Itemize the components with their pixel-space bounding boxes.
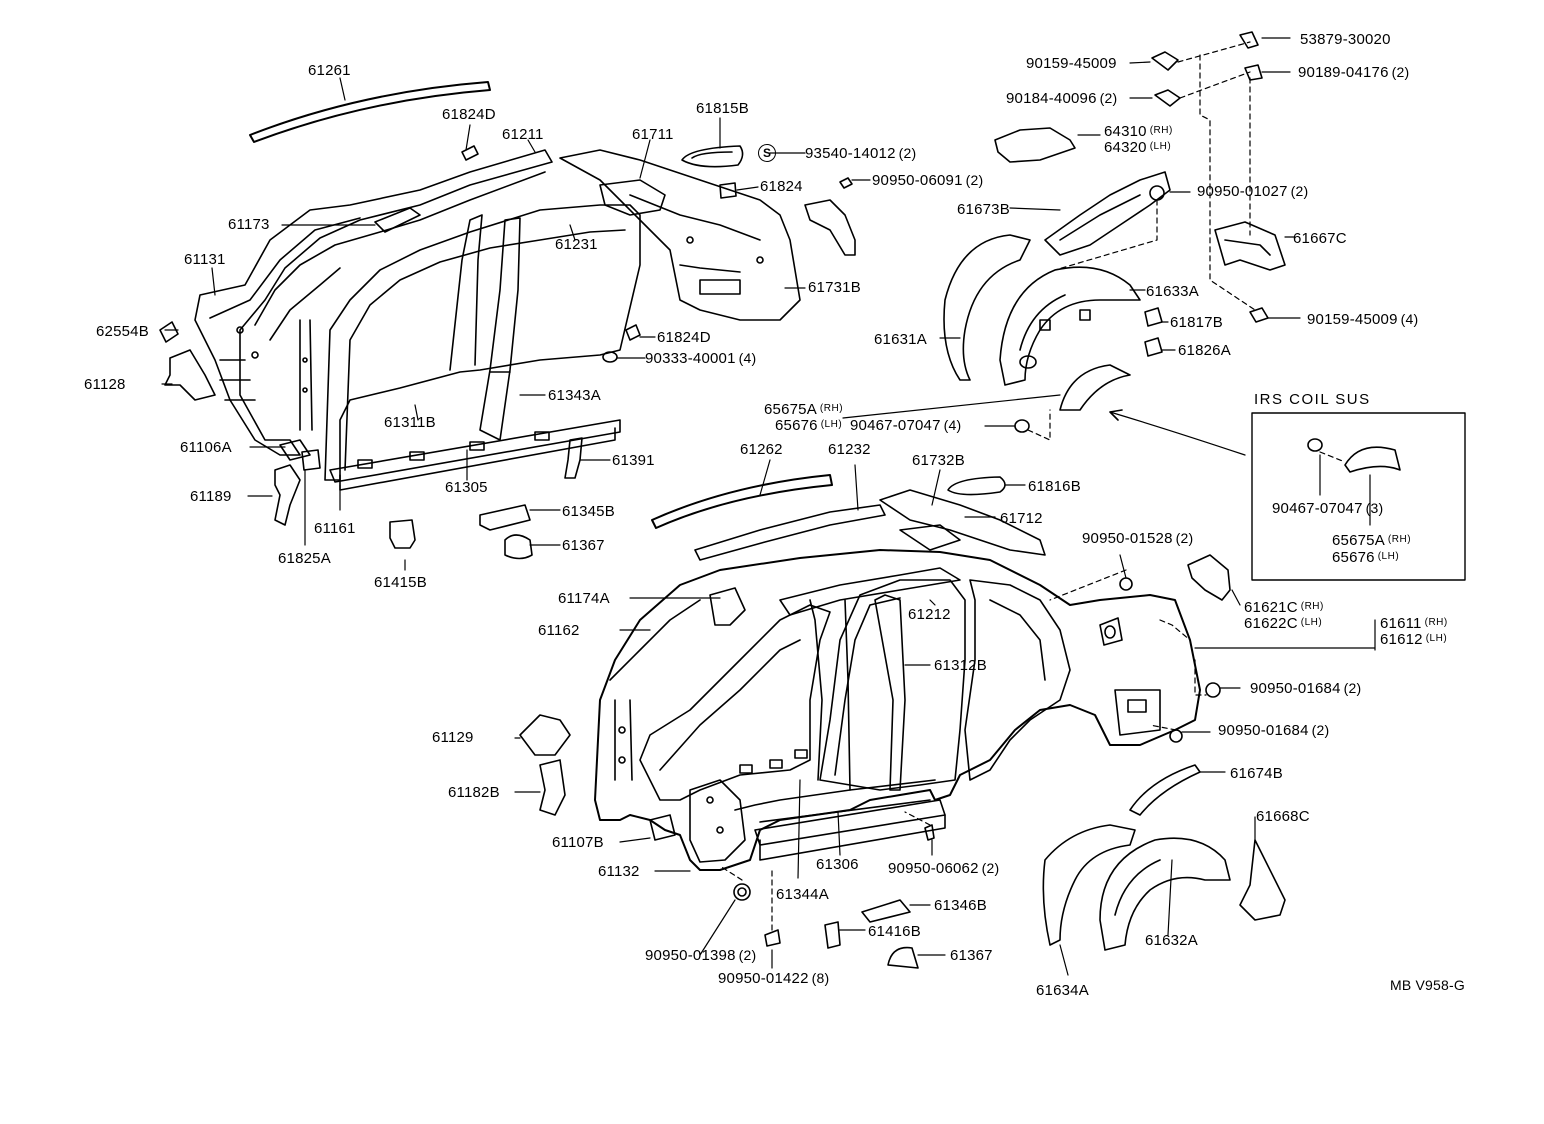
label-90184-40096: 90184-40096(2) [1006, 90, 1118, 107]
label-61211: 61211 [502, 126, 544, 143]
label-90950-01027: 90950-01027(2) [1197, 183, 1309, 200]
label-61815B: 61815B [696, 100, 749, 117]
lower-body-side-panel [594, 474, 1201, 871]
small-parts-lower-left [519, 714, 935, 969]
label-61131: 61131 [184, 251, 226, 268]
dashed-guide-lines [719, 41, 1346, 931]
label-90467-07047-3: 90467-07047(3) [1272, 500, 1384, 517]
upper-body-side-frame [194, 149, 801, 491]
small-parts-top-left [159, 145, 583, 560]
label-61231: 61231 [555, 236, 598, 253]
reference-code: MB V958-G [1390, 977, 1465, 993]
label-61667C: 61667C [1293, 230, 1347, 247]
label-61816B: 61816B [1028, 478, 1081, 495]
label-64310: 64310(RH) [1104, 123, 1173, 140]
label-61305: 61305 [445, 479, 488, 496]
label-61312B: 61312B [934, 657, 987, 674]
label-61262: 61262 [740, 441, 783, 458]
label-61824D: 61824D [442, 106, 496, 123]
label-61306: 61306 [816, 856, 859, 873]
label-61391: 61391 [612, 452, 655, 469]
label-90950-06091: 90950-06091(2) [872, 172, 984, 189]
label-61633A: 61633A [1146, 283, 1199, 300]
label-90950-01422: 90950-01422(8) [718, 970, 830, 987]
label-90950-06062: 90950-06062(2) [888, 860, 1000, 877]
label-61634A: 61634A [1036, 982, 1089, 999]
label-61824: 61824 [760, 178, 803, 195]
label-61817B: 61817B [1170, 314, 1223, 331]
label-61212: 61212 [908, 606, 951, 623]
label-61106A: 61106A [180, 439, 232, 456]
label-61824D-b: 61824D [657, 329, 711, 346]
leader-lines [161, 37, 1376, 976]
label-61673B: 61673B [957, 201, 1010, 218]
label-61622C: 61622C(LH) [1244, 615, 1323, 632]
wheelhouse-parts [943, 31, 1286, 951]
label-65676: 65676(LH) [775, 417, 843, 434]
label-61631A: 61631A [874, 331, 927, 348]
label-93540-14012: 93540-14012(2) [805, 145, 917, 162]
label-61674B: 61674B [1230, 765, 1283, 782]
label-61182B: 61182B [448, 784, 500, 801]
label-65676-inset: 65676(LH) [1332, 549, 1400, 566]
label-90189-04176: 90189-04176(2) [1298, 64, 1410, 81]
label-61345B: 61345B [562, 503, 615, 520]
label-61611: 61611(RH) [1380, 615, 1448, 632]
label-61129: 61129 [432, 729, 474, 746]
label-61668C: 61668C [1256, 808, 1310, 825]
label-61826A: 61826A [1178, 342, 1231, 359]
label-61128: 61128 [84, 376, 126, 393]
label-61416B: 61416B [868, 923, 921, 940]
label-61415B: 61415B [374, 574, 427, 591]
label-61367: 61367 [562, 537, 605, 554]
label-61732B: 61732B [912, 452, 965, 469]
inset-box-irs-coil-sus [1251, 412, 1466, 581]
label-62554B: 62554B [96, 323, 149, 340]
label-90950-01398: 90950-01398(2) [645, 947, 757, 964]
label-61632A: 61632A [1145, 932, 1198, 949]
label-90159-45009: 90159-45009 [1026, 55, 1117, 72]
label-61343A: 61343A [548, 387, 601, 404]
label-61232: 61232 [828, 441, 871, 458]
label-61174A: 61174A [558, 590, 610, 607]
part-61261-roof-strip [249, 81, 491, 143]
label-90467-07047: 90467-07047(4) [850, 417, 962, 434]
label-90159-45009-4: 90159-45009(4) [1307, 311, 1419, 328]
label-61107B: 61107B [552, 834, 604, 851]
label-61367-b: 61367 [950, 947, 993, 964]
label-90950-01528: 90950-01528(2) [1082, 530, 1194, 547]
label-61825A: 61825A [278, 550, 331, 567]
label-61621C: 61621C(RH) [1244, 599, 1324, 616]
small-parts-top-middle [602, 145, 856, 363]
label-61612: 61612(LH) [1380, 631, 1448, 648]
label-53879-30020: 53879-30020 [1300, 31, 1391, 48]
label-61344A: 61344A [776, 886, 829, 903]
service-mark-icon: S [758, 144, 776, 162]
label-61189: 61189 [190, 488, 232, 505]
label-61261: 61261 [308, 62, 351, 79]
label-65675A-inset: 65675A(RH) [1332, 532, 1412, 549]
label-61712: 61712 [1000, 510, 1043, 527]
label-64320: 64320(LH) [1104, 139, 1172, 156]
label-61162: 61162 [538, 622, 580, 639]
label-65675A: 65675A(RH) [764, 401, 844, 418]
label-61346B: 61346B [934, 897, 987, 914]
label-61711: 61711 [632, 126, 674, 143]
label-61311B: 61311B [384, 414, 436, 431]
label-61132: 61132 [598, 863, 640, 880]
label-90333-40001: 90333-40001(4) [645, 350, 757, 367]
label-61161: 61161 [314, 520, 356, 537]
label-90950-01684-b: 90950-01684(2) [1218, 722, 1330, 739]
label-61731B: 61731B [808, 279, 861, 296]
label-90950-01684: 90950-01684(2) [1250, 680, 1362, 697]
inset-title: IRS COIL SUS [1254, 391, 1371, 408]
label-61173: 61173 [228, 216, 270, 233]
